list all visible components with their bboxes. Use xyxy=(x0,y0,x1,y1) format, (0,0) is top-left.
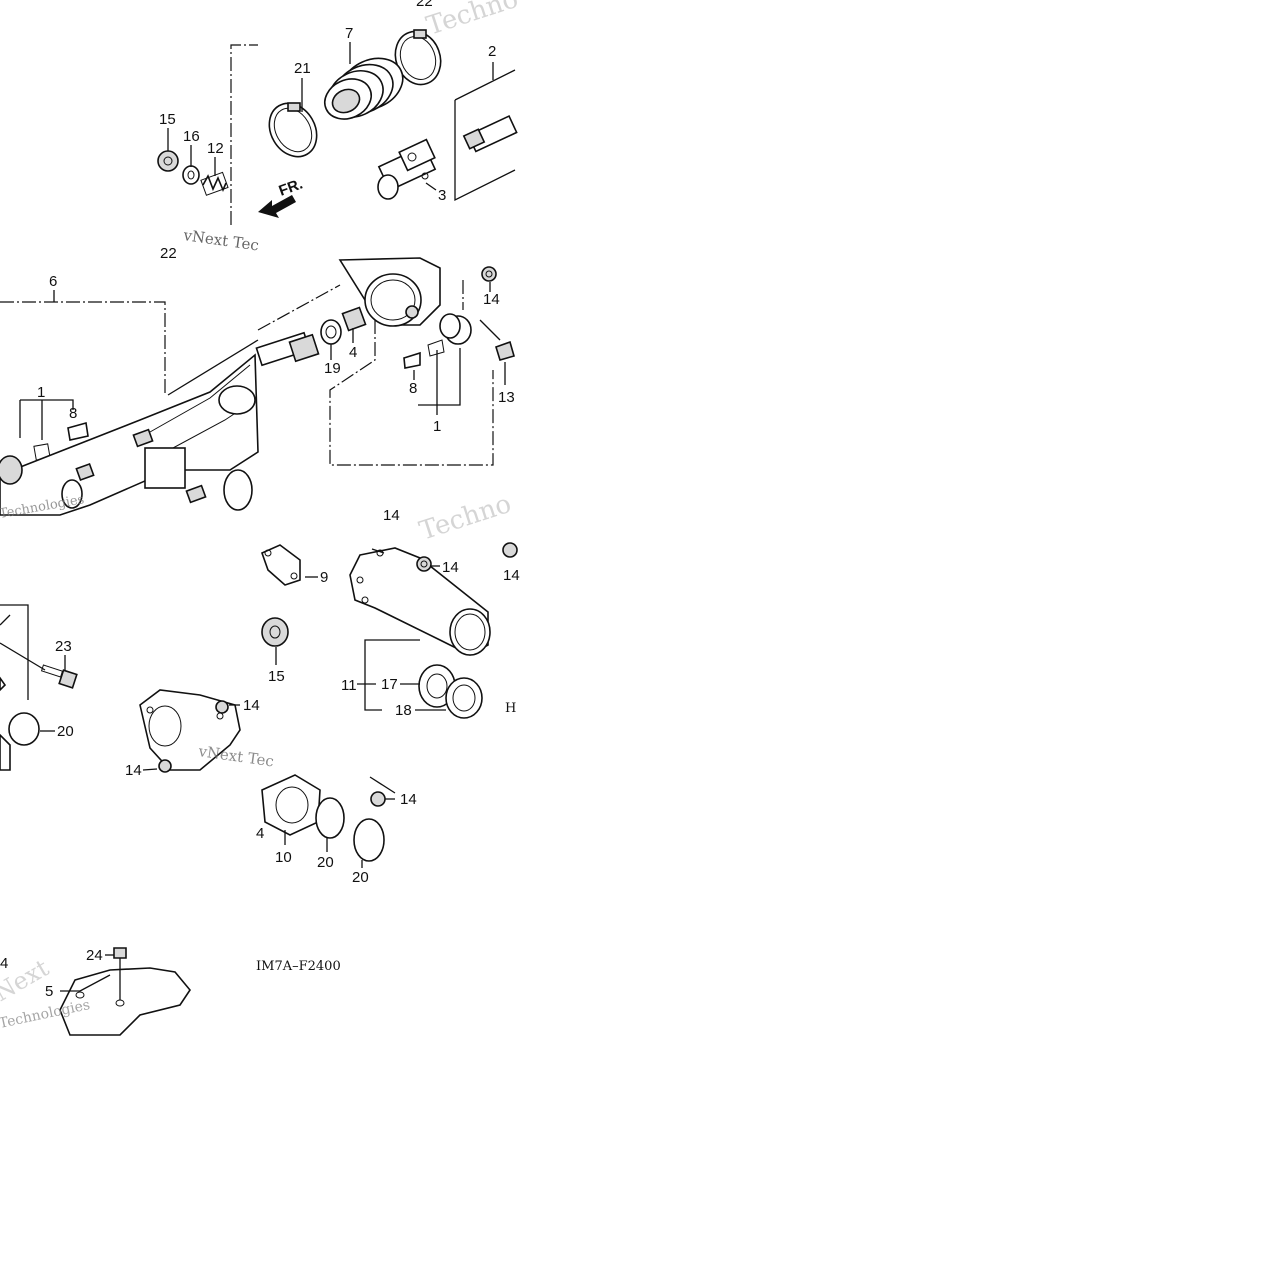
boot-icon xyxy=(324,57,404,120)
final-drive-tube-icon xyxy=(349,547,491,656)
panel-bottom-left xyxy=(0,604,241,1036)
callout-label: 14 xyxy=(442,559,459,576)
callout-label: 10 xyxy=(275,849,292,866)
callout-label: 16 xyxy=(183,128,200,145)
callout-label: 22 xyxy=(160,245,177,262)
o-ring-icon xyxy=(8,712,40,746)
bushing-icon xyxy=(261,617,289,647)
callout-label: 22 xyxy=(416,0,433,10)
watermarks: Techno vNext Tec Technologies Techno vNe… xyxy=(0,0,522,1032)
callout-label: 20 xyxy=(57,723,74,740)
clamp-icon xyxy=(394,29,442,86)
callout-label: 14 xyxy=(383,507,400,524)
callout-label: 14 xyxy=(503,567,520,584)
nut-icon xyxy=(215,700,229,714)
callout-label: 15 xyxy=(268,668,285,685)
nut-icon xyxy=(416,556,432,572)
callout-label: 23 xyxy=(55,638,72,655)
callout-label: 14 xyxy=(483,291,500,308)
callout-label: 11 xyxy=(341,677,357,694)
spring-icon xyxy=(200,171,229,196)
cover-icon xyxy=(261,774,321,836)
nut-icon xyxy=(481,266,497,282)
callout-label: 5 xyxy=(45,983,53,1000)
swingarm-icon xyxy=(0,353,259,516)
callout-label: 9 xyxy=(320,569,328,586)
housing-icon xyxy=(139,689,241,771)
callout-label: H xyxy=(505,701,516,716)
drawing-code: IM7A–F2400 xyxy=(256,959,341,974)
callout-label: 20 xyxy=(352,869,369,886)
clamp-icon xyxy=(268,102,318,158)
universal-joint-icon xyxy=(377,138,437,200)
callout-label: 8 xyxy=(409,380,417,397)
nut-icon xyxy=(370,791,386,807)
callout-labels: 22 7 2 21 15 16 12 3 22 6 14 1 8 4 19 8 … xyxy=(0,0,520,1000)
watermark: Techno xyxy=(423,0,522,42)
callout-label: 18 xyxy=(395,702,412,719)
callout-label: 1 xyxy=(37,384,45,401)
nut-icon xyxy=(158,759,172,773)
seal-icon xyxy=(445,677,483,719)
front-direction-arrow-icon xyxy=(258,195,296,218)
callout-label: 1 xyxy=(433,418,441,435)
callout-label: 4 xyxy=(349,344,357,361)
callout-label: 4 xyxy=(256,825,264,842)
callout-label: 14 xyxy=(400,791,417,808)
spring-icon xyxy=(341,306,367,332)
callout-label: 4 xyxy=(0,955,8,972)
callout-label: 8 xyxy=(69,405,77,422)
nut-icon xyxy=(502,542,518,558)
plate-icon xyxy=(260,544,301,586)
callout-label: 15 xyxy=(159,111,176,128)
panel-middle-left xyxy=(0,290,259,516)
watermark: Techno xyxy=(416,489,515,547)
callout-label: 24 xyxy=(86,947,103,964)
bolt-icon xyxy=(40,664,78,689)
callout-label: 14 xyxy=(125,762,142,779)
panel-middle-middle xyxy=(255,257,515,466)
callout-label: 6 xyxy=(49,273,57,290)
callout-label: 7 xyxy=(345,25,353,42)
o-ring-icon xyxy=(353,818,385,862)
bolt-icon xyxy=(495,340,515,361)
callout-label: 20 xyxy=(317,854,334,871)
shaft-icon xyxy=(462,115,518,153)
callout-label: 17 xyxy=(381,676,398,693)
washer-icon xyxy=(182,165,200,185)
callout-label: 2 xyxy=(488,43,496,60)
bushing-icon xyxy=(439,313,472,345)
direction-label: FR. xyxy=(277,176,306,200)
callout-label: 14 xyxy=(243,697,260,714)
callout-label: 21 xyxy=(294,60,311,77)
callout-label: 12 xyxy=(207,140,224,157)
panel-bottom-middle xyxy=(260,542,518,868)
panel-top-middle: FR. xyxy=(157,29,518,225)
callout-label: 13 xyxy=(498,389,515,406)
callout-label: 19 xyxy=(324,360,341,377)
watermark: vNext Tec xyxy=(181,226,260,255)
shaft-icon xyxy=(255,331,320,367)
watermark: vNext Tec xyxy=(196,742,275,771)
nut-icon xyxy=(157,150,179,172)
housing-icon xyxy=(338,257,441,327)
callout-label: 3 xyxy=(438,187,446,204)
o-ring-icon xyxy=(315,797,345,839)
bearing-icon xyxy=(320,319,342,345)
